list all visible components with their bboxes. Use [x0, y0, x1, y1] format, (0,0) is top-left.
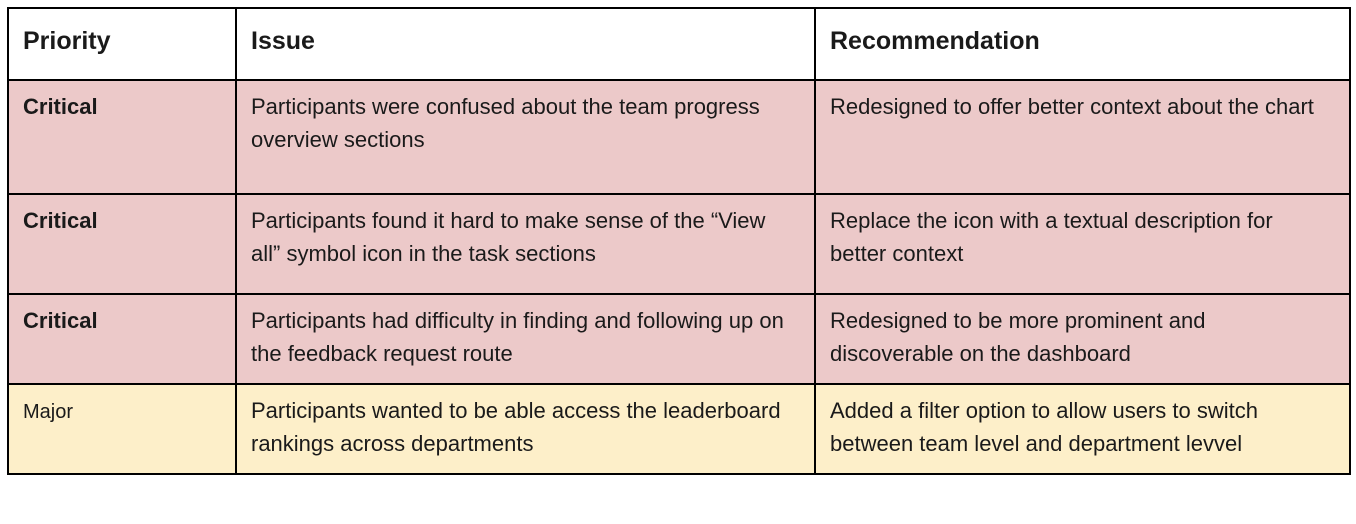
issue-cell: Participants found it hard to make sense…	[235, 193, 816, 295]
issue-cell: Participants had difficulty in finding a…	[235, 293, 816, 385]
table-header-row: Priority Issue Recommendation	[7, 7, 1351, 81]
priority-cell: Critical	[7, 79, 237, 195]
table-row: Major Participants wanted to be able acc…	[7, 383, 1351, 475]
usability-findings-table-container: Priority Issue Recommendation Critical P…	[7, 7, 1351, 475]
issue-cell: Participants wanted to be able access th…	[235, 383, 816, 475]
usability-findings-table: Priority Issue Recommendation Critical P…	[7, 7, 1351, 475]
priority-cell: Critical	[7, 293, 237, 385]
header-priority: Priority	[7, 7, 237, 81]
priority-cell: Critical	[7, 193, 237, 295]
table-row: Critical Participants found it hard to m…	[7, 193, 1351, 295]
issue-cell: Participants were confused about the tea…	[235, 79, 816, 195]
table-row: Critical Participants had difficulty in …	[7, 293, 1351, 385]
header-issue: Issue	[235, 7, 816, 81]
header-recommendation: Recommendation	[814, 7, 1351, 81]
recommendation-cell: Redesigned to be more prominent and disc…	[814, 293, 1351, 385]
table-row: Critical Participants were confused abou…	[7, 79, 1351, 195]
priority-cell: Major	[7, 383, 237, 475]
recommendation-cell: Replace the icon with a textual descript…	[814, 193, 1351, 295]
recommendation-cell: Redesigned to offer better context about…	[814, 79, 1351, 195]
recommendation-cell: Added a filter option to allow users to …	[814, 383, 1351, 475]
